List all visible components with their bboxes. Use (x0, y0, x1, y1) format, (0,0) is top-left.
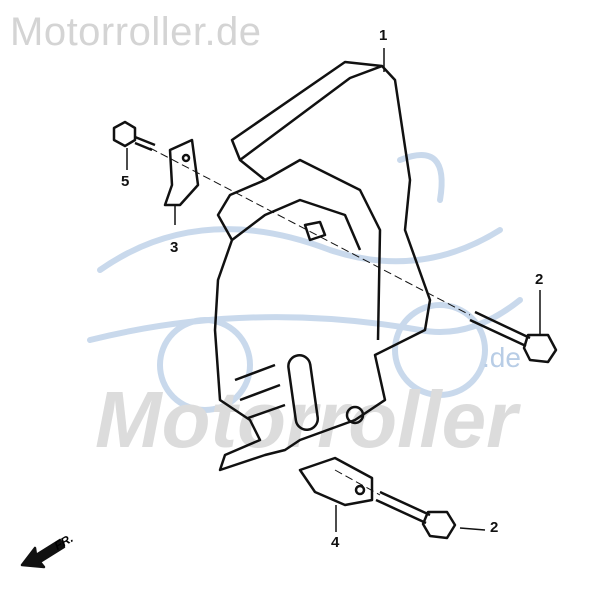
sprocket-cover (213, 60, 432, 472)
bolt-2-upper (469, 310, 558, 364)
watermark-top: Motorroller.de (10, 10, 262, 54)
bracket-4 (298, 456, 374, 507)
callout-3: 3 (170, 239, 179, 256)
front-arrow-icon (20, 538, 66, 569)
callout-1: 1 (379, 27, 388, 44)
bracket-3 (163, 138, 200, 207)
callout-2-lower: 2 (490, 519, 499, 536)
bolt-2-lower (375, 490, 457, 540)
callout-4: 4 (331, 534, 340, 551)
callout-2-upper: 2 (535, 271, 544, 288)
bolt-5 (112, 120, 156, 152)
watermark-big: Motorroller (95, 375, 518, 464)
callout-5: 5 (121, 173, 130, 190)
watermark-suffix: .de (482, 342, 521, 373)
